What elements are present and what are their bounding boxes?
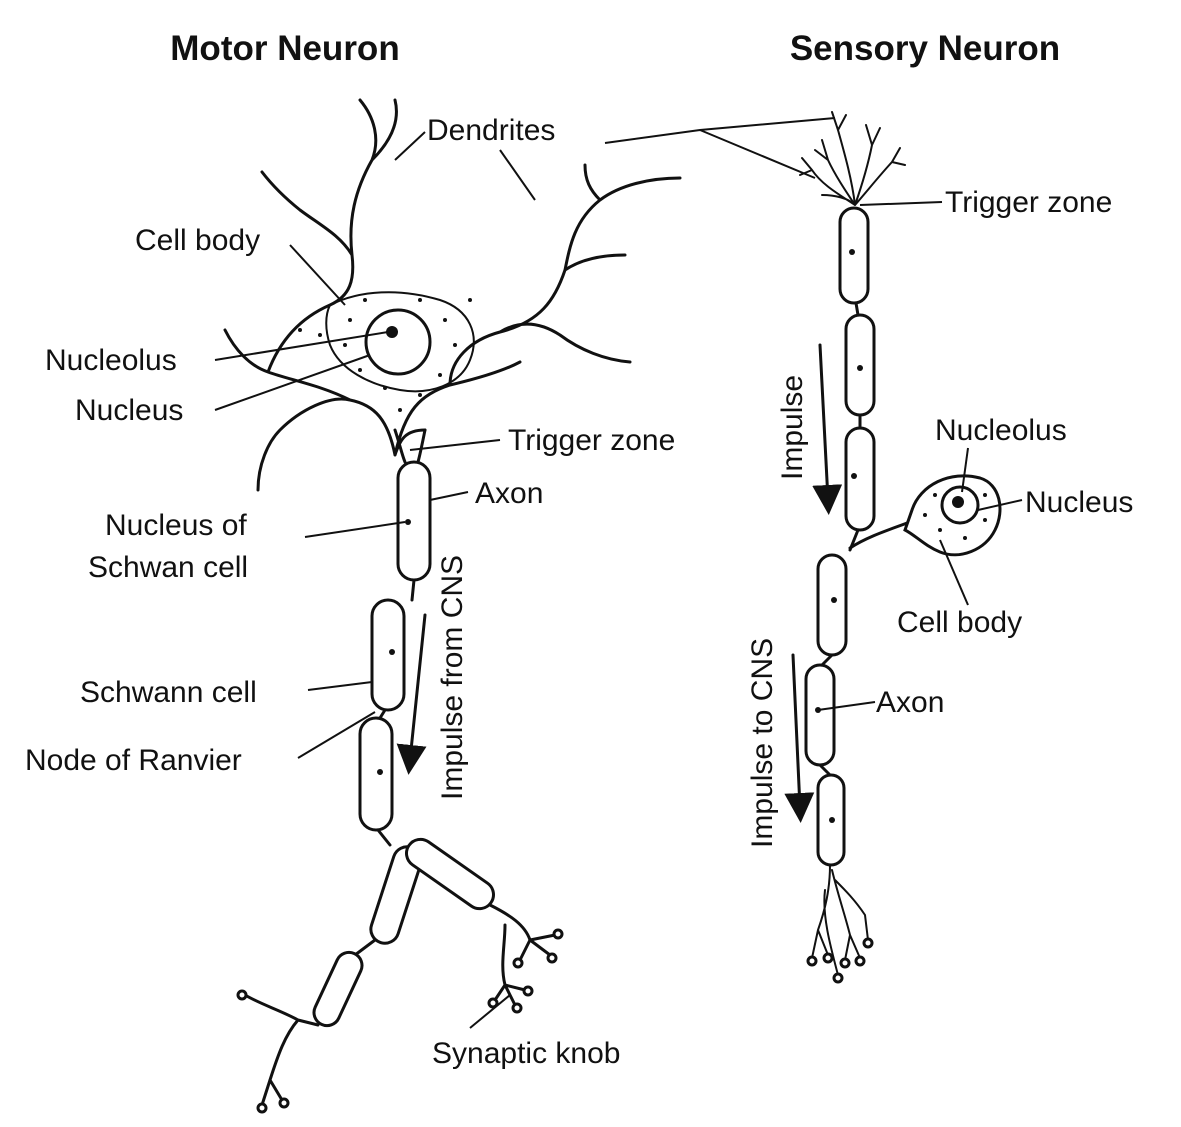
motor-leader-lines [214, 131, 536, 1029]
motor-cell-body-outline [223, 98, 682, 492]
motor-neuron-drawing [223, 98, 682, 1114]
motor-node-of-ranvier-label: Node of Ranvier [25, 744, 242, 777]
sensory-impulse-to-cns-arrow [784, 653, 815, 823]
sensory-dendrites [799, 111, 906, 206]
motor-axon-label: Axon [475, 477, 543, 510]
motor-impulse-label: Impulse from CNS [436, 555, 469, 800]
motor-schwann-cell-2 [370, 598, 406, 712]
sensory-impulse-label: Impulse [776, 375, 809, 480]
motor-nucleolus-label: Nucleolus [45, 344, 177, 377]
motor-nucleus-shape [364, 308, 432, 376]
sensory-axon-label: Axon [876, 686, 944, 719]
sensory-impulse-to-cns-label: Impulse to CNS [746, 638, 779, 848]
sensory-schwann-cell-1 [838, 206, 870, 305]
motor-trigger-zone-label: Trigger zone [508, 424, 675, 457]
motor-cell-body-label: Cell body [135, 224, 260, 257]
motor-nucleolus-shape [386, 326, 398, 338]
sensory-nucleolus-label: Nucleolus [935, 414, 1067, 447]
sensory-cell-body-label: Cell body [897, 606, 1022, 639]
motor-nucleus-label: Nucleus [75, 394, 183, 427]
motor-dendrites-label: Dendrites [427, 114, 555, 147]
motor-neuron-title: Motor Neuron [170, 29, 399, 68]
motor-schwann-cell-3 [358, 716, 394, 832]
sensory-neuron-title: Sensory Neuron [790, 29, 1060, 68]
sensory-impulse-arrow [812, 343, 843, 515]
sensory-nucleolus-shape [952, 496, 964, 508]
sensory-nucleus-label: Nucleus [1025, 486, 1133, 519]
motor-nucleus-of-schwann-label-1: Nucleus of [105, 509, 247, 542]
motor-schwann-cell-label: Schwann cell [80, 676, 257, 709]
sensory-neuron-drawing [784, 111, 1002, 984]
motor-impulse-arrow [396, 613, 427, 775]
motor-synaptic-knob-label: Synaptic knob [432, 1037, 620, 1070]
sensory-leader-lines [604, 117, 1023, 711]
sensory-schwann-cell-axon [804, 663, 836, 767]
sensory-trigger-zone-label: Trigger zone [945, 186, 1112, 219]
motor-schwann-cell-1 [396, 460, 432, 582]
motor-nucleus-of-schwann-label-2: Schwan cell [88, 551, 248, 584]
